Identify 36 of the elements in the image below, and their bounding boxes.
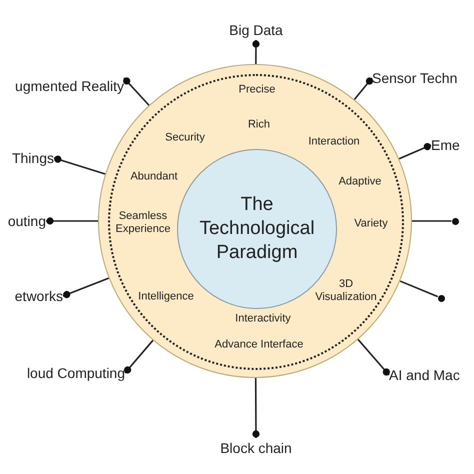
spoke-label: loud Computing: [26, 363, 125, 383]
spoke-label: Things: [12, 148, 54, 168]
spoke-label: Block chain: [206, 438, 306, 458]
ring-keyword: Advance Interface: [214, 338, 304, 352]
ring-keyword: Precise: [238, 84, 276, 96]
connector-line: [398, 142, 432, 160]
connector-line: [123, 77, 150, 106]
ring-keyword: Interactivity: [235, 312, 291, 326]
ring-keyword: Variety: [354, 218, 388, 230]
connector-line: [357, 338, 390, 376]
connector-line: [412, 220, 452, 222]
connector-line: [54, 156, 106, 175]
spoke-label: outing: [8, 211, 46, 231]
ring-keyword: Interaction: [308, 136, 360, 148]
spoke-label: etworks: [14, 286, 63, 306]
end-dot: [452, 218, 458, 224]
connector-line: [46, 217, 98, 225]
ring-keyword: Rich: [248, 118, 270, 132]
connector-line: [400, 280, 438, 298]
connector-line: [252, 40, 260, 64]
spoke-label: Big Data: [206, 20, 306, 40]
ring-keyword: Adaptive: [338, 176, 382, 188]
ring-keyword: Seamless Experience: [115, 210, 171, 236]
spoke-label: Eme: [431, 135, 460, 155]
ring-keyword: Abundant: [130, 170, 178, 184]
spoke-label: AI and Mac: [389, 365, 460, 385]
end-dot: [438, 294, 444, 302]
spoke-label: Sensor Techn: [372, 68, 458, 88]
connector-line: [252, 378, 260, 438]
ring-keyword: Intelligence: [138, 290, 194, 304]
connector-line: [354, 78, 374, 100]
ring-keyword: 3D Visualization: [315, 278, 377, 304]
connector-line: [62, 277, 110, 298]
spoke-label: ugmented Reality: [15, 76, 124, 96]
connector-line: [124, 340, 154, 374]
ring-keyword: Security: [165, 132, 205, 144]
